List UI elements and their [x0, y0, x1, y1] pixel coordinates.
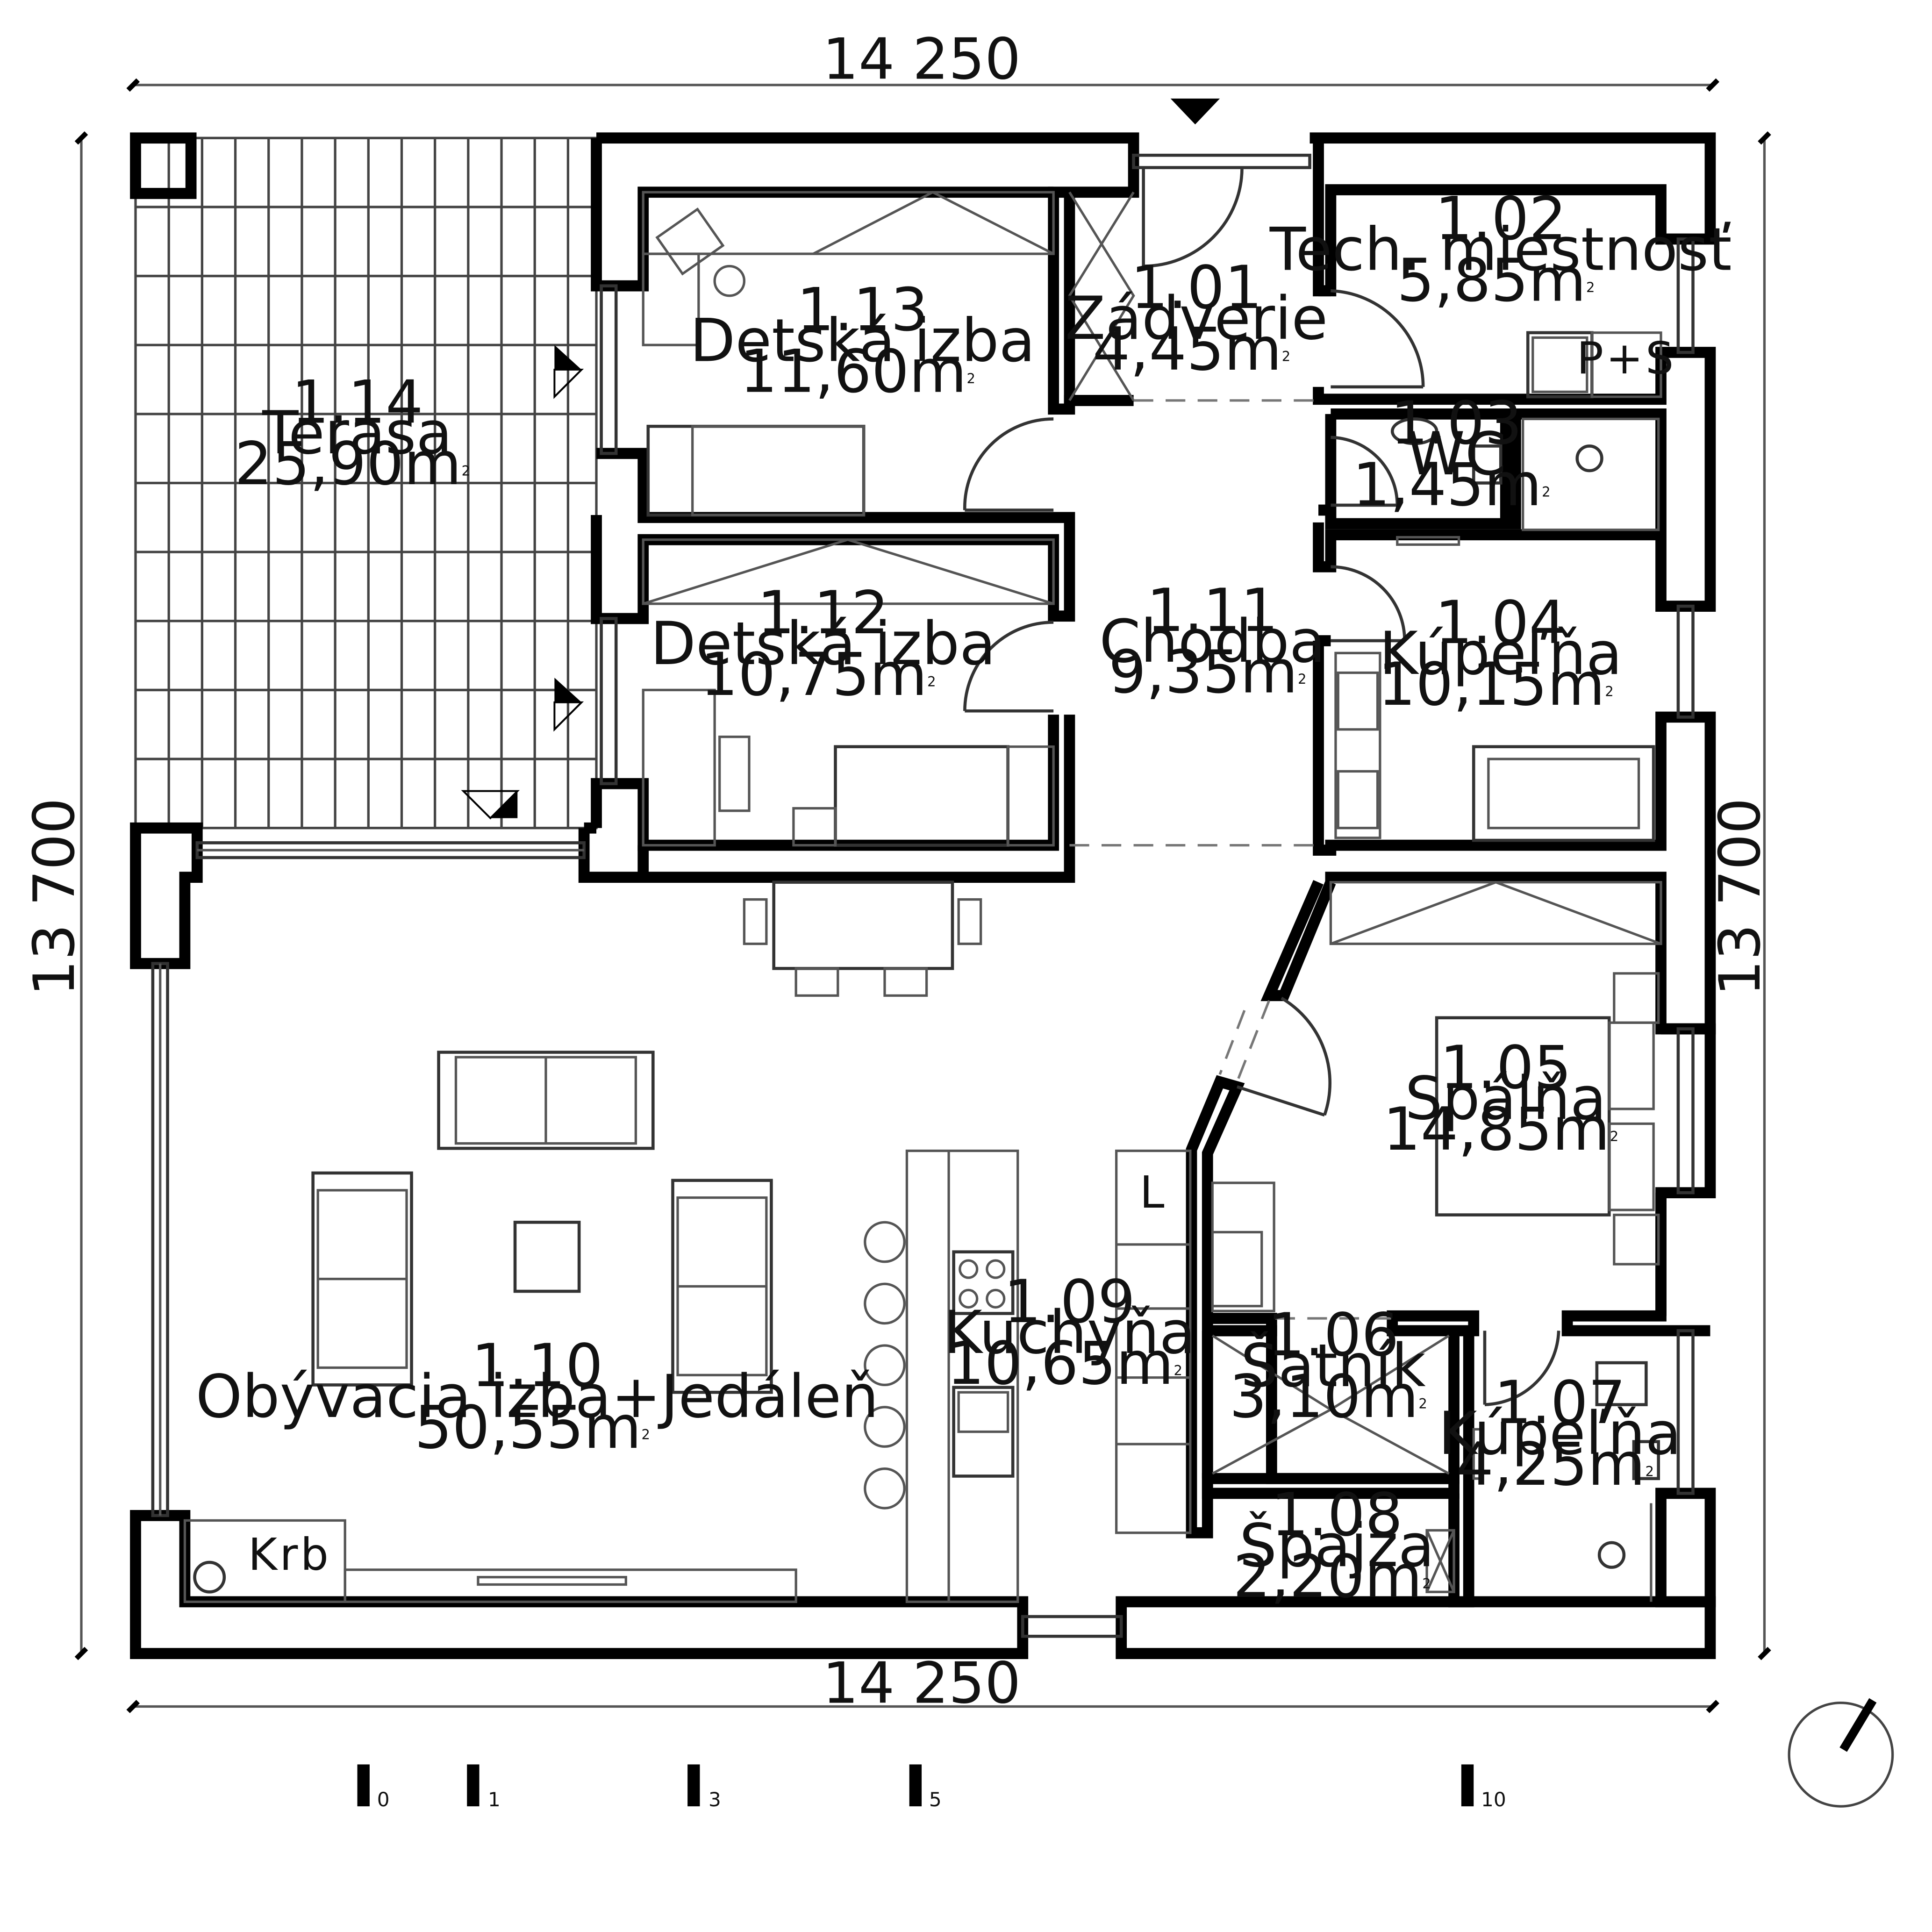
- north-arrow-icon: [1788, 1698, 1894, 1808]
- room-label-1-10: 1.10Obývacia izba+Jedáleň50,55m2: [196, 1331, 879, 1462]
- dimension-lines: [74, 78, 1771, 1713]
- room-label-1-08: 1.08Špajza2,20m2: [1233, 1481, 1434, 1611]
- room-label-1-05: 1.05Spálňa14,85m2: [1383, 1033, 1618, 1164]
- entrance-arrow-icon: [1170, 98, 1220, 125]
- view-markers: [461, 345, 584, 820]
- dim-top: 14 250: [823, 26, 1021, 93]
- room-label-1-13: 1.13Detská izba11,60m2: [690, 276, 1035, 406]
- room-label-1-09: 1.09Kuchyňa10,65m2: [944, 1267, 1195, 1398]
- scale-label-10: 10: [1481, 1788, 1506, 1811]
- doors: [963, 167, 1560, 1406]
- furniture: [183, 191, 1662, 1603]
- terrace-paving: [134, 136, 598, 830]
- tech-unit-label: P+S: [1577, 333, 1676, 384]
- scale-label-5: 5: [929, 1788, 942, 1811]
- room-label-1-14: 1.14Terasa25,90m2: [235, 368, 470, 498]
- room-label-1-03: 1.03WC1,45m2: [1352, 389, 1551, 519]
- fireplace-label: Krb: [248, 1529, 331, 1581]
- windows: [151, 153, 1695, 1638]
- room-label-1-07: 1.07Kúpeľňa4,25m2: [1438, 1368, 1682, 1499]
- scale-label-3: 3: [708, 1788, 721, 1811]
- room-label-1-06: 1.06Šatník3,10m2: [1229, 1301, 1427, 1431]
- room-label-1-12: 1.12Detská izba10,75m2: [651, 579, 996, 709]
- scale-bar: [357, 1764, 1474, 1807]
- room-label-1-04: 1.04Kúpeľňa10,15m2: [1378, 588, 1623, 719]
- dim-left: 13 700: [21, 798, 87, 996]
- dim-right: 13 700: [1707, 798, 1773, 996]
- dim-bottom: 14 250: [823, 1650, 1021, 1717]
- room-label-1-11: 1.11Chodba9,35m2: [1099, 576, 1325, 707]
- kitchen-mark: L: [1140, 1167, 1167, 1218]
- scale-label-1: 1: [488, 1788, 501, 1811]
- room-label-1-01: 1.01Zádverie4,45m2: [1065, 253, 1328, 384]
- scale-label-0: 0: [377, 1788, 390, 1811]
- room-label-1-02: 1.02Tech. miestnosť5,85m2: [1269, 184, 1732, 315]
